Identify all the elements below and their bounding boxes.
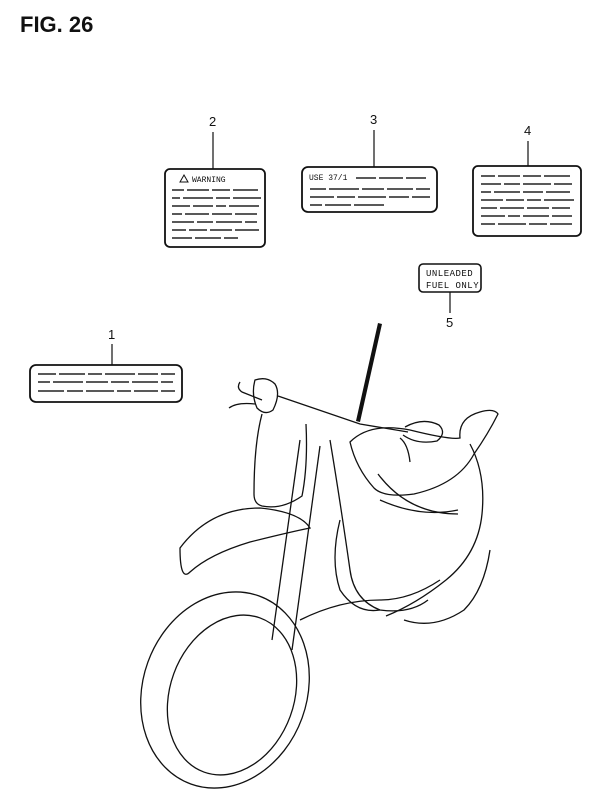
warning-heading: WARNING <box>192 176 226 185</box>
callout-2: 2 <box>209 114 216 129</box>
handlebar <box>277 395 409 433</box>
callout-1: 1 <box>108 327 115 342</box>
frame-lower <box>299 579 441 621</box>
fuel-label-line-1: UNLEADED <box>426 269 473 279</box>
warning-triangle-icon <box>179 173 189 183</box>
figure-title: FIG. 26 <box>20 12 93 37</box>
fuel-label-line-2: FUEL ONLY <box>426 281 479 291</box>
fork-right <box>291 445 321 651</box>
right-grip <box>402 420 444 443</box>
callout-3: 3 <box>370 112 377 127</box>
front-tire-outer <box>140 591 310 789</box>
label-4-text-lines <box>481 175 574 225</box>
label-3 <box>301 166 438 213</box>
label-1 <box>29 364 183 403</box>
radiator-shroud <box>329 439 429 612</box>
label-3-text-lines <box>310 177 430 206</box>
motorcycle-outline <box>140 323 499 789</box>
fork-left <box>271 439 301 641</box>
label-3-part: 3 USE 37/1 <box>301 112 438 213</box>
left-grip <box>237 381 263 401</box>
left-lever <box>228 402 256 409</box>
callout-4: 4 <box>524 123 531 138</box>
side-panel-line <box>377 473 459 515</box>
fuel-label-part: UNLEADED FUEL ONLY 5 <box>418 263 482 330</box>
label-1-part: 1 <box>29 327 183 403</box>
front-tire-inner <box>166 614 298 776</box>
right-lever <box>399 437 411 463</box>
fuel-tank <box>349 409 499 496</box>
antenna-mark <box>356 323 382 422</box>
label-4 <box>472 165 582 237</box>
rear-fender <box>385 443 484 617</box>
callout-5: 5 <box>446 315 453 330</box>
front-fender <box>179 507 312 575</box>
label-3-heading: USE 37/1 <box>309 174 348 183</box>
warning-label-part: 2 WARNING <box>164 114 266 248</box>
number-plate <box>253 413 308 508</box>
label-1-text-lines <box>38 373 175 392</box>
left-grip-housing <box>252 378 279 414</box>
swingarm <box>403 549 491 624</box>
shroud-lower <box>334 519 381 612</box>
seat-line <box>379 499 459 514</box>
warning-text-lines <box>172 189 261 239</box>
warning-label <box>164 168 266 248</box>
label-4-part: 4 <box>472 123 582 237</box>
